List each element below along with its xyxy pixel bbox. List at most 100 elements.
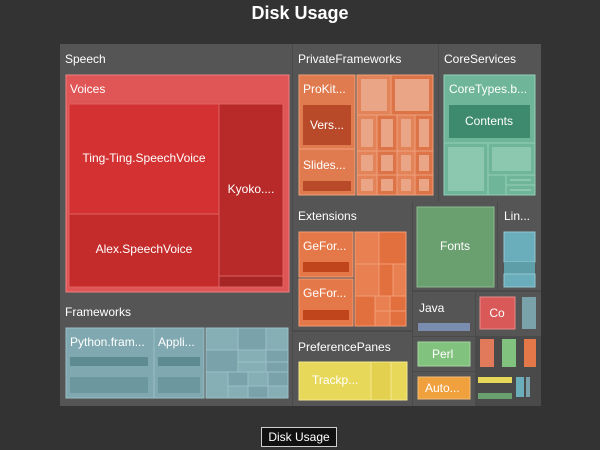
label-frameworks: Frameworks <box>65 305 131 319</box>
node-framework-tile-7[interactable] <box>265 361 289 373</box>
node-core-tile-2[interactable] <box>487 174 507 196</box>
node-ext-tile-4[interactable] <box>392 263 407 297</box>
node-ling-2[interactable] <box>504 262 535 274</box>
label-versions: Vers... <box>310 118 344 132</box>
label-privateframeworks: PrivateFrameworks <box>298 52 401 66</box>
label-trackpad: Trackp... <box>312 373 358 387</box>
label-coretypes: CoreTypes.b... <box>449 82 527 96</box>
node-ext-tile-8[interactable] <box>374 310 391 327</box>
label-prokit: ProKit... <box>303 82 346 96</box>
node-ext-tile-3[interactable] <box>378 263 394 297</box>
label-linguistics: Lin... <box>504 209 530 223</box>
node-ext-tile-6[interactable] <box>374 295 391 312</box>
node-slides-sub[interactable] <box>303 181 351 191</box>
node-kyoko[interactable] <box>218 103 284 277</box>
chart-title: Disk Usage <box>251 3 349 23</box>
node-framework-tile-10[interactable] <box>247 371 269 387</box>
node-trackpad[interactable] <box>298 361 372 401</box>
label-alex: Alex.SpeechVoice <box>96 242 193 256</box>
node-framework-tile-11[interactable] <box>267 371 289 387</box>
node-ext-tile-0[interactable] <box>354 231 380 265</box>
node-framework-tile-3[interactable] <box>205 349 239 373</box>
node-private-tile-inner-5[interactable] <box>419 119 429 147</box>
node-private-tile-inner-13[interactable] <box>419 179 429 191</box>
node-framework-tile-13[interactable] <box>247 385 269 399</box>
disk-usage-button[interactable]: Disk Usage <box>261 427 337 447</box>
label-perl: Perl <box>432 347 453 361</box>
node-framework-tile-2[interactable] <box>265 327 289 351</box>
node-misc-tile-6[interactable] <box>526 377 530 397</box>
label-slides: Slides... <box>303 158 346 172</box>
node-misc-tile-0[interactable] <box>480 339 494 367</box>
label-fonts: Fonts <box>440 239 470 253</box>
node-core-tile-inner-1[interactable] <box>492 147 531 171</box>
node-misc-tile-2[interactable] <box>524 339 536 367</box>
node-misc-tile-3[interactable] <box>478 377 512 383</box>
node-appli-sub1[interactable] <box>158 357 200 366</box>
node-pref-tile-2[interactable] <box>390 361 408 401</box>
node-private-tile-inner-8[interactable] <box>401 155 411 171</box>
node-fonts[interactable] <box>416 206 495 288</box>
node-ling-1[interactable] <box>503 231 536 263</box>
node-geforce-2-sub[interactable] <box>303 310 349 320</box>
node-appli-sub2[interactable] <box>158 377 200 393</box>
node-framework-tile-6[interactable] <box>237 361 267 373</box>
node-private-tile-inner-9[interactable] <box>419 155 429 171</box>
label-colorsync: Co <box>489 306 505 320</box>
node-private-tile-inner-11[interactable] <box>381 179 393 191</box>
node-private-tile-inner-12[interactable] <box>401 179 411 191</box>
node-framework-tile-12[interactable] <box>227 385 249 399</box>
node-framework-tile-5[interactable] <box>265 349 289 363</box>
label-kyoko: Kyoko.... <box>228 182 275 196</box>
node-core-tile-inner-0[interactable] <box>448 147 484 191</box>
node-automator[interactable] <box>417 376 471 400</box>
node-misc-tile-1[interactable] <box>502 339 516 367</box>
node-core-tile-inner-3[interactable] <box>510 179 531 181</box>
node-framework-tile-9[interactable] <box>227 371 249 387</box>
node-perl[interactable] <box>417 341 471 367</box>
node-misc-tile-5[interactable] <box>478 393 512 399</box>
node-framework-tile-14[interactable] <box>267 385 289 399</box>
node-private-tile-inner-7[interactable] <box>381 155 393 171</box>
label-voices: Voices <box>70 82 105 96</box>
node-ext-tile-9[interactable] <box>389 310 407 327</box>
node-pref-tile-1[interactable] <box>370 361 392 401</box>
node-framework-tile-4[interactable] <box>237 349 267 363</box>
node-geforce-1-sub[interactable] <box>303 262 349 272</box>
node-python-sub2[interactable] <box>70 377 148 393</box>
node-private-tile-inner-2[interactable] <box>361 119 373 147</box>
node-private-tile-inner-0[interactable] <box>361 79 387 111</box>
label-java: Java <box>419 301 445 315</box>
node-framework-tile-0[interactable] <box>205 327 239 351</box>
node-private-tile-inner-10[interactable] <box>361 179 373 191</box>
node-framework-tile-8[interactable] <box>205 371 229 399</box>
label-geforce-2: GeFor... <box>303 286 346 300</box>
node-python-sub1[interactable] <box>70 357 148 366</box>
node-voice-small[interactable] <box>218 275 284 288</box>
node-ting-ting[interactable] <box>68 103 220 215</box>
node-private-tile-inner-6[interactable] <box>361 155 373 171</box>
label-preferencepanes: PreferencePanes <box>298 340 391 354</box>
node-versions[interactable] <box>303 105 351 145</box>
node-java-bar[interactable] <box>418 323 470 331</box>
node-framework-tile-1[interactable] <box>237 327 267 351</box>
node-colorsync[interactable] <box>479 296 516 330</box>
node-ext-tile-5[interactable] <box>354 295 376 327</box>
label-speech: Speech <box>65 52 106 66</box>
node-core-tile-inner-4[interactable] <box>510 189 531 191</box>
node-ext-tile-2[interactable] <box>354 263 380 297</box>
node-misc-tile-4[interactable] <box>516 377 524 397</box>
node-ext-tile-1[interactable] <box>378 231 407 265</box>
node-private-tile-inner-3[interactable] <box>381 119 393 147</box>
node-private-tile-inner-1[interactable] <box>395 79 429 111</box>
node-ext-tile-7[interactable] <box>389 295 407 312</box>
label-automator: Auto... <box>425 381 460 395</box>
node-misc-blue[interactable] <box>522 297 536 329</box>
node-ling-3[interactable] <box>503 273 536 288</box>
node-contents[interactable] <box>449 105 530 138</box>
label-ting-ting: Ting-Ting.SpeechVoice <box>82 151 206 165</box>
label-python: Python.fram... <box>70 335 145 349</box>
node-private-tile-inner-4[interactable] <box>401 119 411 147</box>
node-alex[interactable] <box>68 213 220 288</box>
